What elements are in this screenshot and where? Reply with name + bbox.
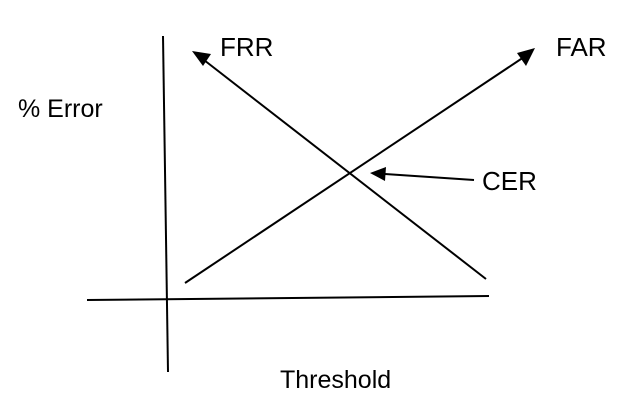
frr-arrowhead <box>192 51 211 66</box>
far-label: FAR <box>556 32 607 62</box>
far-curve-line <box>184 56 525 284</box>
y-axis-line <box>162 35 169 373</box>
cer-label: CER <box>482 166 537 196</box>
frr-curve-line <box>203 59 487 280</box>
cer-pointer-line <box>384 173 475 181</box>
far-arrowhead <box>517 48 535 66</box>
y-axis-label: % Error <box>18 95 103 123</box>
frr-label: FRR <box>220 32 274 62</box>
cer-pointer-arrowhead <box>370 167 386 181</box>
x-axis-label: Threshold <box>280 366 392 394</box>
x-axis-line <box>86 295 490 301</box>
